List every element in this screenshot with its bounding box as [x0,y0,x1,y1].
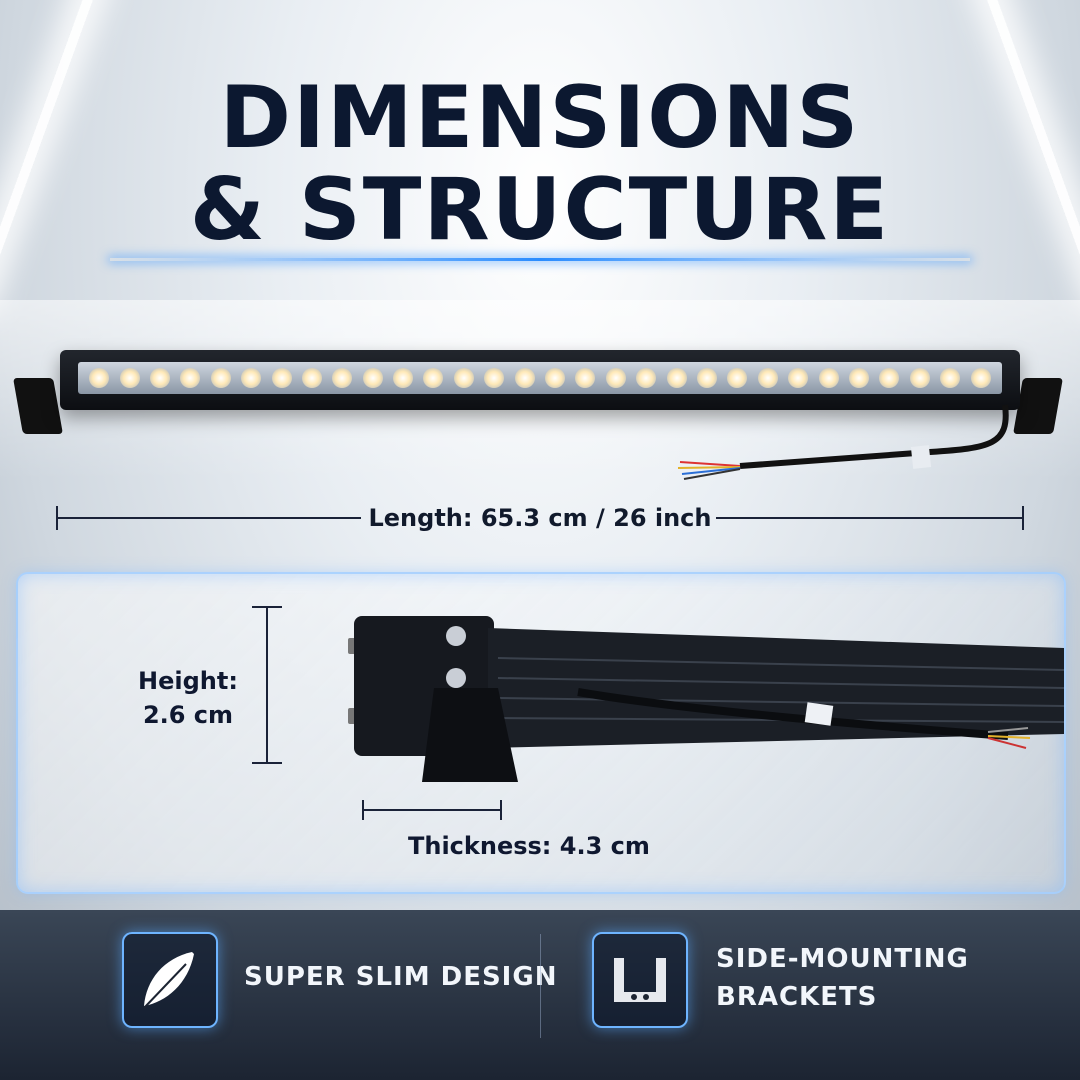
led-icon [605,368,626,388]
length-label: Length: 65.3 cm / 26 inch [368,504,712,532]
thickness-label: Thickness: 4.3 cm [408,832,650,860]
led-icon [575,368,596,388]
feature-bracket-icon-box [592,932,688,1028]
feature-bracket-label: SIDE-MOUNTING BRACKETS [716,940,969,1016]
led-icon [301,368,322,388]
feature-bracket-label-line-1: SIDE-MOUNTING [716,944,969,974]
led-icon [89,368,110,388]
feature-bracket-label-line-2: BRACKETS [716,982,878,1012]
length-line-left [56,517,361,519]
feature-slim-label: SUPER SLIM DESIGN [244,962,558,992]
led-icon [453,368,474,388]
length-line-right [716,517,1024,519]
height-dimension [252,606,282,764]
led-icon [119,368,140,388]
feature-slim-icon-box [122,932,218,1028]
title-underline [110,258,970,261]
light-bar-lens [78,362,1002,394]
feature-divider [540,934,541,1038]
led-icon [241,368,262,388]
led-icon [271,368,292,388]
length-tick-right [1022,506,1024,530]
page-title: DIMENSIONS & STRUCTURE [0,72,1080,256]
led-icon [393,368,414,388]
led-icon [514,368,535,388]
height-tick-bottom [252,762,282,764]
light-bar-image [60,350,1020,410]
led-icon [545,368,566,388]
led-icon [362,368,383,388]
led-icon [727,368,748,388]
height-label-line-2: 2.6 cm [142,701,234,729]
title-line-1: DIMENSIONS [219,68,861,168]
led-icon [697,368,717,388]
thickness-dimension [362,800,502,820]
led-icon [970,368,991,388]
led-icon [149,368,170,388]
led-icon [332,368,353,388]
led-icon [940,368,961,388]
led-icon [210,368,231,388]
led-icon [423,368,444,388]
feature-strip: SUPER SLIM DESIGN SIDE-MOUNTING BRACKETS [0,910,1080,1080]
light-bar-side-image [348,616,1064,782]
feather-icon [143,952,194,1009]
bracket-icon [614,958,666,1002]
length-dimension: Length: 65.3 cm / 26 inch [56,500,1024,536]
led-icon [757,368,778,388]
led-icon [909,368,930,388]
led-icon [180,368,201,388]
led-icon [636,368,657,388]
led-icon [818,368,839,388]
height-label-line-1: Height: [138,667,238,695]
title-line-2: & STRUCTURE [189,160,891,260]
led-icon [484,368,505,388]
thickness-line [362,809,502,811]
led-icon [879,368,900,388]
led-icon [848,368,869,388]
height-line [266,606,268,764]
thickness-tick-right [500,800,502,820]
led-icon [788,368,809,388]
detail-panel: Height: 2.6 cm [16,572,1066,894]
led-icon [666,368,687,388]
height-label: Height: 2.6 cm [128,664,248,732]
